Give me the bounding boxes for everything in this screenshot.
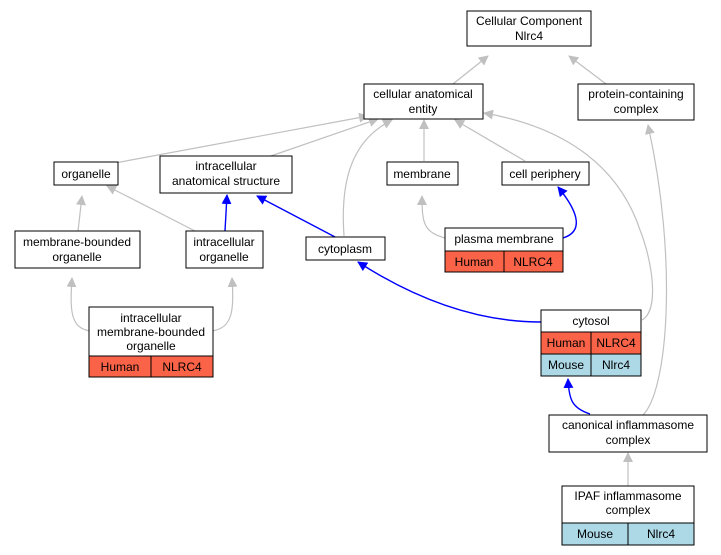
species-label: Human bbox=[547, 336, 586, 350]
gene-label: Nlrc4 bbox=[602, 358, 630, 372]
node-membrane-bounded-organelle[interactable]: membrane-bounded organelle bbox=[14, 230, 141, 269]
node-label-line: cellular anatomical bbox=[373, 87, 472, 101]
node-label-line: cell periphery bbox=[509, 167, 580, 181]
node-label-line: organelle bbox=[199, 250, 249, 264]
gene-cell bbox=[150, 355, 214, 378]
edge-cytoplasm-to-cae bbox=[342, 119, 393, 237]
node-label-line: IPAF inflammasome bbox=[574, 489, 681, 503]
node-label-line: complex bbox=[606, 503, 651, 517]
gene-label: NLRC4 bbox=[513, 255, 553, 269]
gene-cell bbox=[503, 250, 564, 273]
node-organelle[interactable]: organelle bbox=[53, 161, 119, 186]
node-intracellular-organelle[interactable]: intracellular organelle bbox=[185, 230, 264, 269]
node-label-line: protein-containing bbox=[588, 87, 683, 101]
edge-cytosol-to-cae bbox=[483, 109, 654, 321]
node-label-line: anatomical structure bbox=[172, 174, 280, 188]
node-label-line: membrane bbox=[393, 167, 451, 181]
gene-cell bbox=[627, 522, 695, 546]
edge-io-partof-ias bbox=[221, 194, 232, 232]
edge-imbo-to-mbo bbox=[66, 277, 91, 332]
node-plasma-membrane[interactable]: plasma membrane Human NLRC4 bbox=[444, 227, 564, 273]
node-label-line: organelle bbox=[52, 250, 102, 264]
node-label-line: intracellular bbox=[120, 311, 181, 325]
node-cytoplasm[interactable]: cytoplasm bbox=[305, 236, 386, 261]
node-label-line: complex bbox=[614, 102, 659, 116]
gene-label: Nlrc4 bbox=[647, 527, 675, 541]
node-cellular-anatomical-entity[interactable]: cellular anatomical entity bbox=[363, 83, 484, 120]
edge-cytoplasm-partof-ias bbox=[256, 195, 338, 239]
node-label-line: complex bbox=[606, 433, 651, 447]
node-label-line: cytoplasm bbox=[318, 242, 372, 256]
node-label-line: organelle bbox=[126, 339, 176, 353]
edge-cae-to-root bbox=[452, 55, 489, 85]
edge-cic-partof-cytosol bbox=[563, 378, 591, 415]
node-label-line: Cellular Component bbox=[476, 14, 583, 28]
edge-imbo-to-io bbox=[211, 277, 238, 332]
node-label-line: intracellular bbox=[195, 159, 256, 173]
gene-label: NLRC4 bbox=[596, 336, 636, 350]
edge-organelle-to-cae bbox=[114, 112, 369, 164]
species-label: Human bbox=[101, 360, 140, 374]
node-label-line: cytosol bbox=[572, 314, 609, 328]
node-label-line: organelle bbox=[61, 167, 111, 181]
node-cellular-component-nlrc4[interactable]: Cellular Component Nlrc4 bbox=[466, 10, 592, 47]
node-ipaf-inflammasome-complex[interactable]: IPAF inflammasome complex Mouse Nlrc4 bbox=[561, 485, 695, 546]
node-canonical-inflammasome-complex[interactable]: canonical inflammasome complex bbox=[548, 414, 708, 453]
edge-pm-to-membrane bbox=[417, 195, 446, 239]
edge-cic-to-pcc bbox=[642, 124, 668, 416]
edge-mbo-to-organelle bbox=[76, 195, 86, 232]
node-protein-containing-complex[interactable]: protein-containing complex bbox=[577, 83, 695, 121]
gene-label: NLRC4 bbox=[162, 360, 202, 374]
edge-pcc-to-root bbox=[568, 55, 607, 85]
node-label-line: intracellular bbox=[193, 235, 254, 249]
node-cytosol[interactable]: cytosol Human NLRC4 Mouse Nlrc4 bbox=[540, 309, 642, 377]
node-label-line: plasma membrane bbox=[454, 232, 554, 246]
edges bbox=[66, 55, 668, 486]
edge-cytosol-partof-cytoplasm bbox=[357, 261, 542, 323]
node-label-line: canonical inflammasome bbox=[562, 418, 694, 432]
node-label-line: entity bbox=[409, 102, 438, 116]
node-label-line: membrane-bounded bbox=[97, 325, 205, 339]
node-cell-periphery[interactable]: cell periphery bbox=[501, 161, 590, 186]
edge-pm-partof-cellperiph bbox=[557, 186, 578, 239]
gene-cell bbox=[590, 353, 642, 377]
species-label: Mouse bbox=[548, 358, 584, 372]
edge-ias-to-cae bbox=[264, 117, 379, 159]
species-label: Mouse bbox=[577, 527, 613, 541]
node-intracellular-anatomical-structure[interactable]: intracellular anatomical structure bbox=[159, 155, 293, 194]
node-intracellular-membrane-bounded-organelle[interactable]: intracellular membrane-bounded organelle… bbox=[88, 306, 214, 378]
node-label-line: membrane-bounded bbox=[23, 235, 131, 249]
node-membrane[interactable]: membrane bbox=[386, 161, 459, 186]
species-label: Human bbox=[455, 255, 494, 269]
node-label-line: Nlrc4 bbox=[515, 29, 543, 43]
edge-cellperiph-to-cae bbox=[454, 119, 526, 162]
edge-io-to-organelle bbox=[106, 185, 196, 232]
